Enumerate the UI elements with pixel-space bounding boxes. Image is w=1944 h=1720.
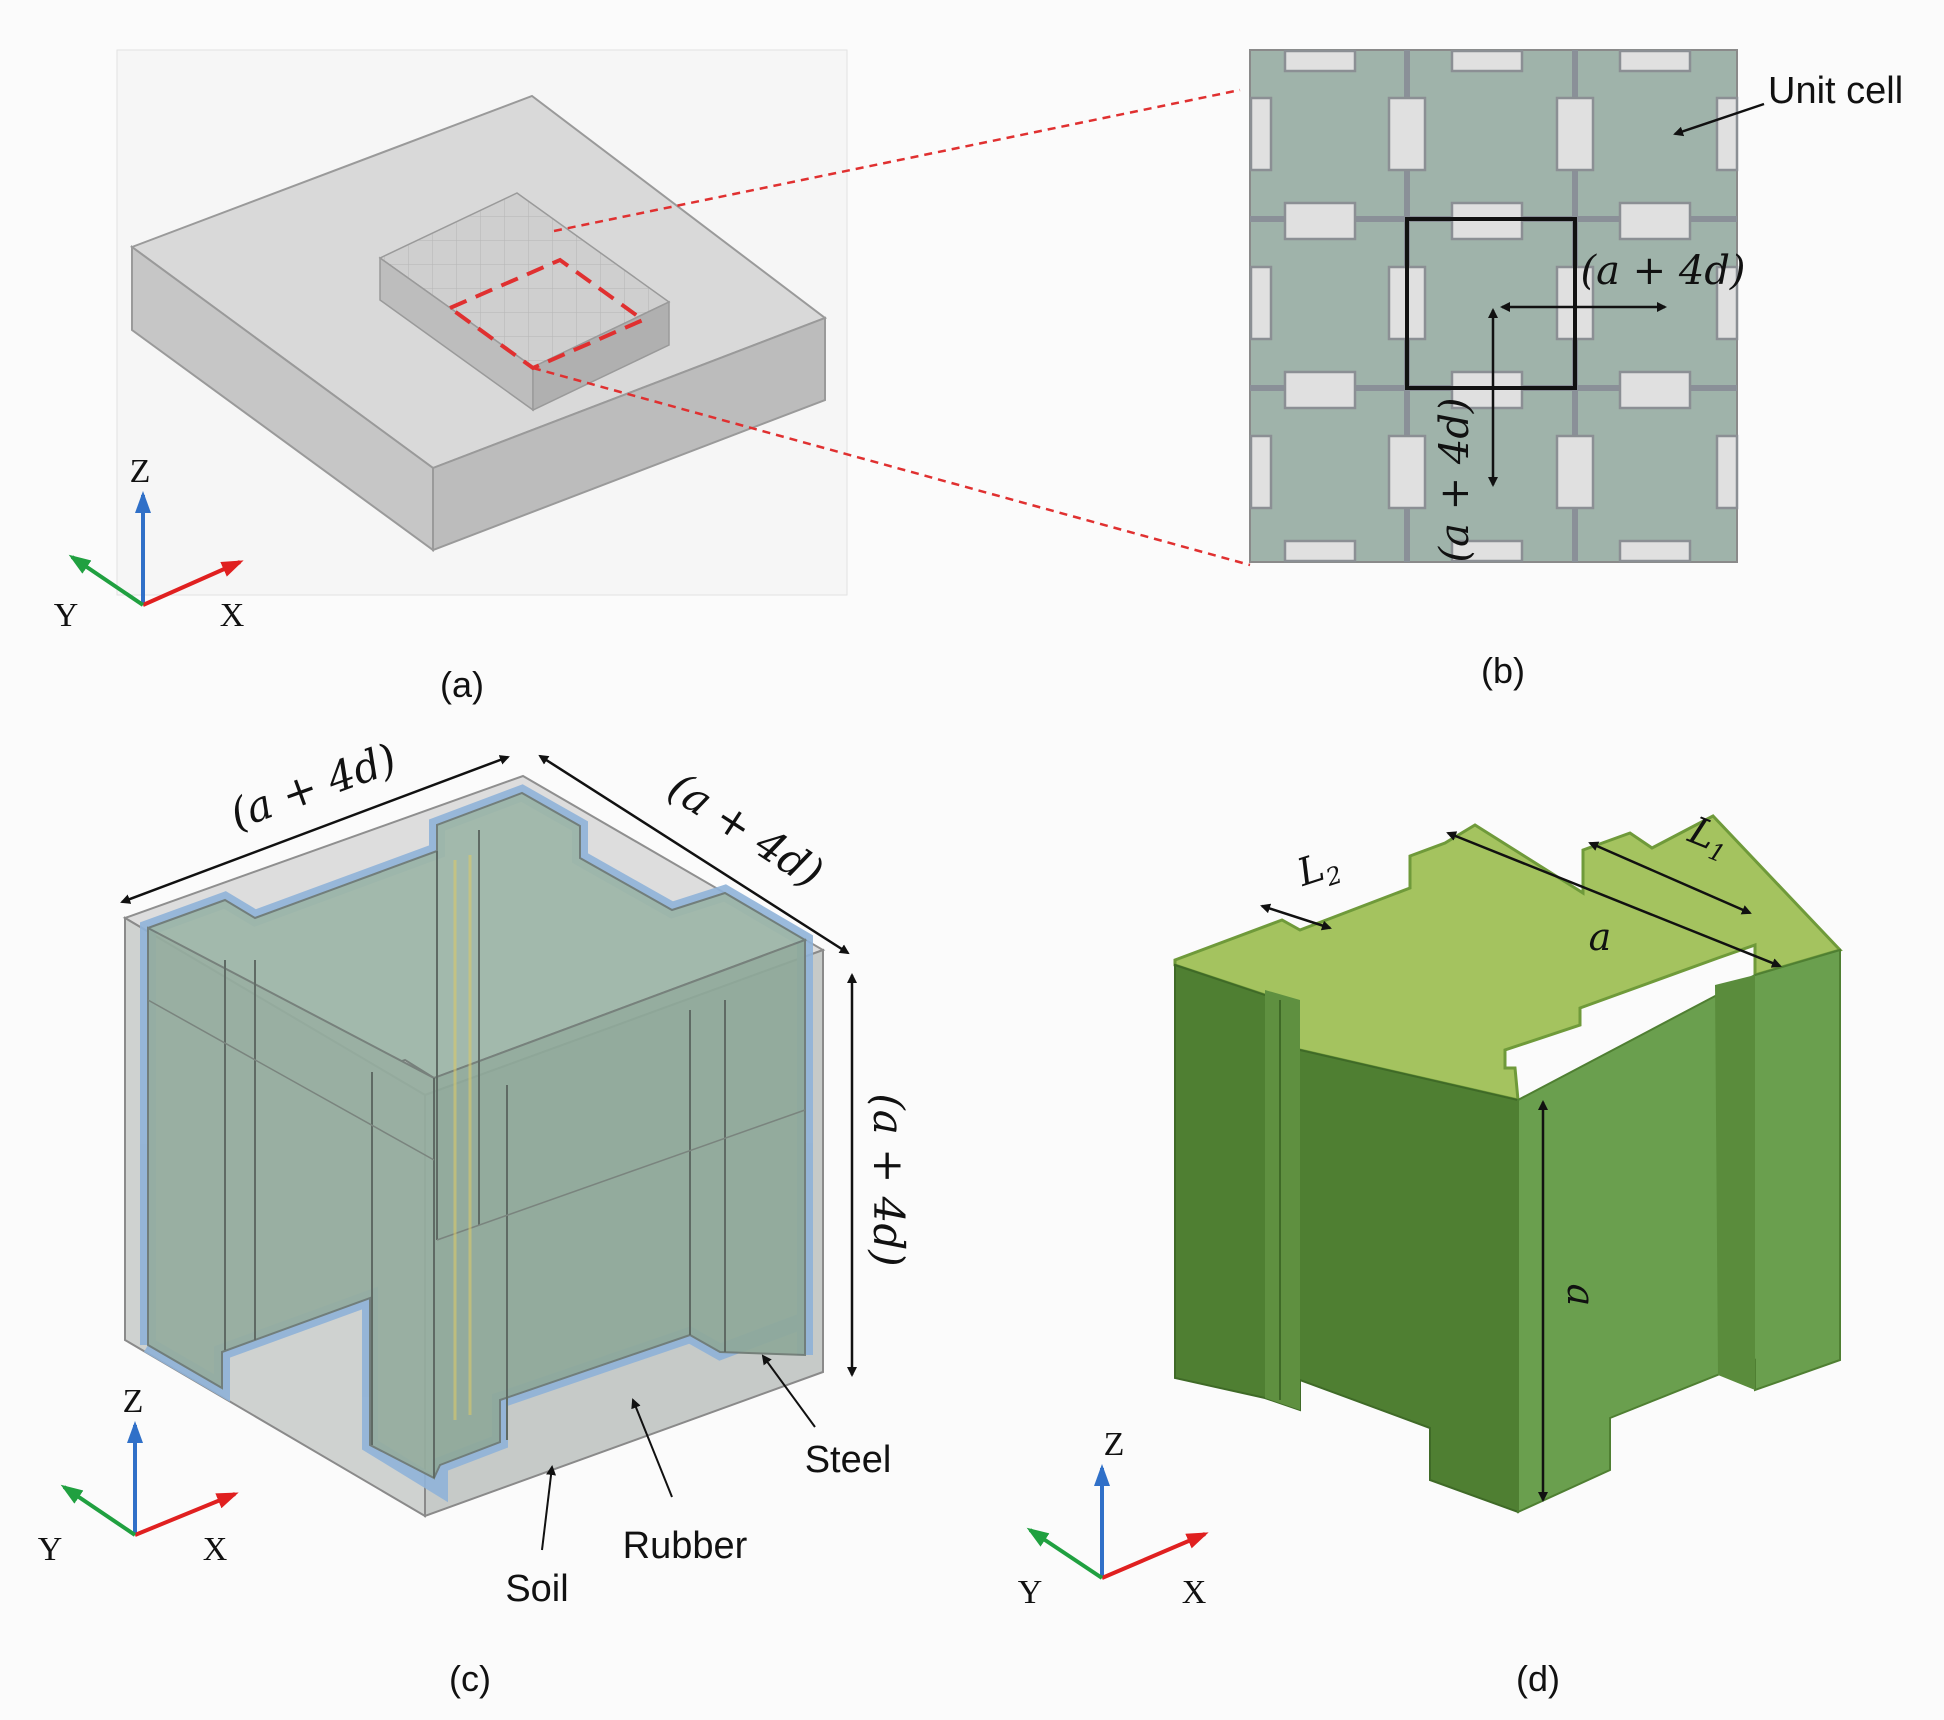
axis-y-label: Y	[1018, 1574, 1043, 1611]
zoom-line-bottom	[532, 366, 1251, 567]
rubber-arrow	[631, 1398, 673, 1498]
steel-label: Steel	[805, 1439, 892, 1481]
axis-x-label: X	[203, 1531, 228, 1568]
soil-label: Soil	[505, 1568, 568, 1610]
zoom-line-top	[553, 88, 1241, 233]
caption-a: (a)	[440, 664, 484, 705]
steel-edges	[147, 830, 806, 1478]
caption-d: (d)	[1516, 1658, 1560, 1699]
dim-arrow-top-left	[120, 755, 510, 904]
dim-label-height: (a + 4d)	[864, 1093, 913, 1266]
dim-arrow-L1	[1588, 841, 1752, 915]
dim-label-top-left: (a + 4d)	[223, 734, 403, 839]
axis-y-label: Y	[38, 1531, 63, 1568]
zoom-region-marker	[445, 257, 648, 371]
axis-z-label: Z	[123, 1383, 144, 1420]
panel-b: Unit cell (a + 4d) (a + 4d) (b)	[1249, 49, 1903, 691]
dim-label-a-height: a	[1559, 1284, 1603, 1307]
axis-z-label: Z	[1104, 1426, 1125, 1463]
soil-arrow	[541, 1465, 557, 1551]
axis-triad-a: Z X Y	[54, 453, 245, 634]
dim-arrow-top-right	[538, 754, 850, 955]
panel-c: (a + 4d) (a + 4d) (a + 4d) Soil Rubber S…	[38, 734, 913, 1699]
width-label-horizontal: (a + 4d)	[1580, 248, 1745, 294]
panel-a: Z X Y (a)	[54, 49, 1251, 705]
panel-d: a a L1 L2 Z X Y (d)	[1018, 808, 1843, 1699]
dim-label-a-top: a	[1589, 915, 1612, 959]
rubber-label: Rubber	[623, 1525, 748, 1567]
unit-cell-label: Unit cell	[1768, 70, 1903, 112]
caption-b: (b)	[1481, 650, 1525, 691]
width-label-vertical: (a + 4d)	[1432, 397, 1478, 562]
steel-arrow	[761, 1354, 816, 1428]
axis-y-label: Y	[54, 597, 79, 634]
axis-x-label: X	[220, 597, 245, 634]
axis-x-label: X	[1182, 1574, 1207, 1611]
axis-triad-c: Z X Y	[38, 1383, 239, 1568]
dim-label-L1: L1	[1680, 808, 1737, 869]
steel-core-hidden-bars	[453, 855, 472, 1420]
dim-arrow-L2	[1260, 903, 1332, 931]
axis-triad-d: Z X Y	[1018, 1426, 1209, 1611]
steel-core-solid	[1173, 814, 1843, 1514]
unit-cell-arrow	[1673, 102, 1765, 137]
axis-z-label: Z	[130, 453, 151, 490]
caption-c: (c)	[449, 1658, 491, 1699]
